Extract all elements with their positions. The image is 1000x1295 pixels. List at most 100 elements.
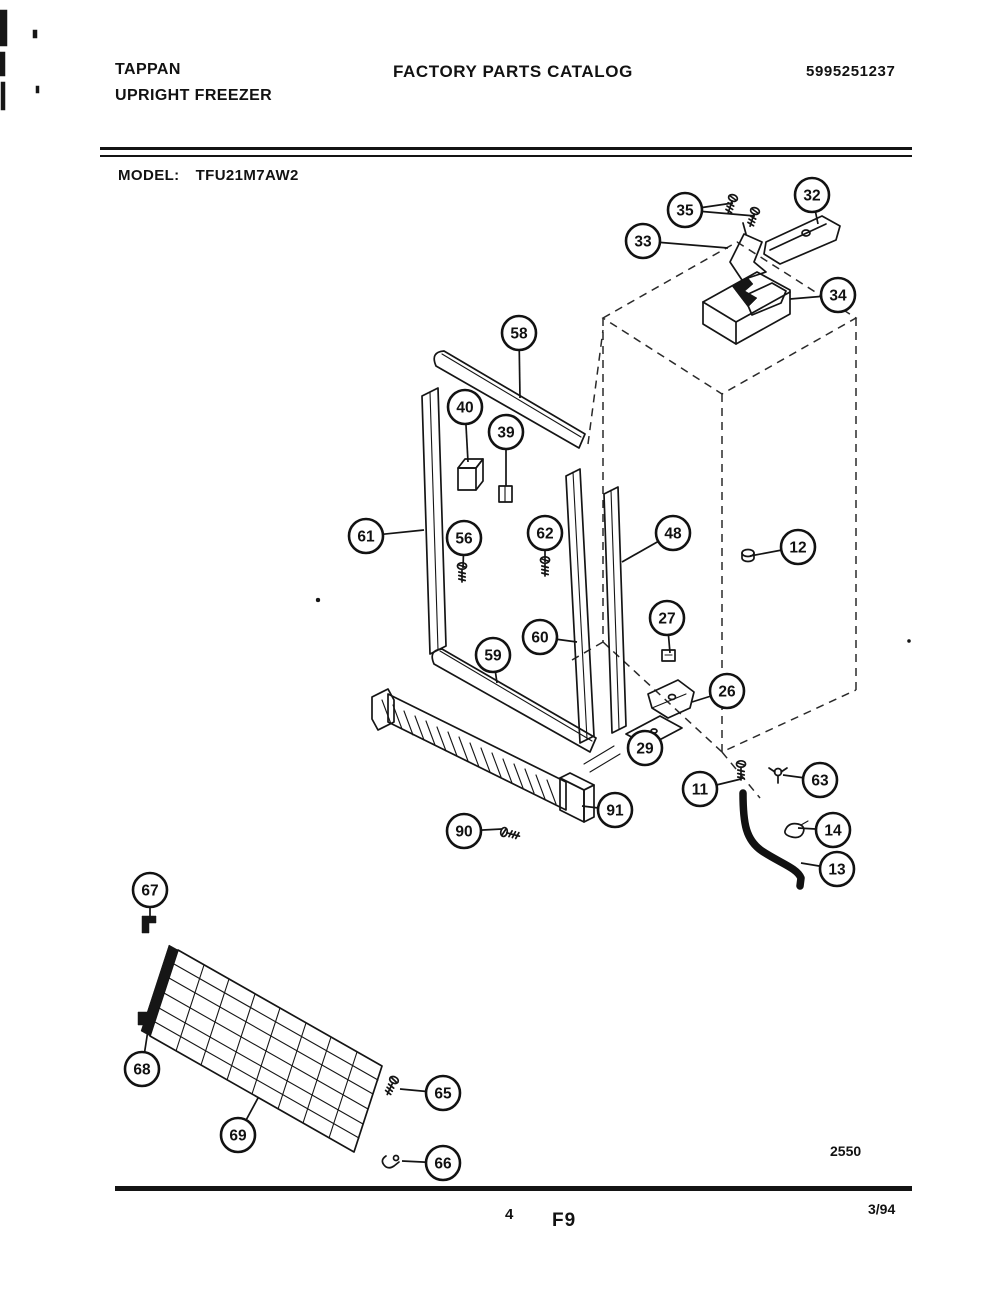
- model-label: MODEL:: [118, 167, 180, 184]
- callout-number-59: 59: [484, 647, 502, 664]
- callout-circle-11: [681, 770, 719, 808]
- cabinet-outline: [571, 241, 858, 799]
- callout-59: 59: [474, 636, 512, 674]
- callout-68: 68: [123, 1050, 161, 1088]
- left-trim-61: [421, 387, 447, 655]
- callout-56: 56: [445, 519, 483, 557]
- callout-number-90: 90: [455, 823, 472, 840]
- bottom-trim-59: [431, 648, 597, 753]
- brand-name: TAPPAN: [115, 61, 181, 78]
- bottom-rail-91: [371, 688, 621, 823]
- clip-68: [137, 1011, 155, 1026]
- trim-strip-60: [565, 468, 595, 744]
- callout-91: 91: [596, 791, 634, 829]
- callout-circle-59: [474, 636, 512, 674]
- fill-trim-40: [457, 458, 484, 491]
- callout-number-69: 69: [229, 1127, 247, 1144]
- callout-26: 26: [708, 672, 746, 710]
- page-number: 4: [505, 1206, 514, 1223]
- callout-circle-40: [446, 388, 484, 426]
- callout-circle-68: [123, 1050, 161, 1088]
- hinge-cam-34: [731, 277, 787, 316]
- callout-number-67: 67: [141, 882, 158, 899]
- diagram-number: 2550: [830, 1143, 862, 1159]
- callout-27: 27: [648, 599, 686, 637]
- callout-63: 63: [801, 761, 839, 799]
- top-hinge-assembly: [702, 192, 841, 345]
- product-type: UPRIGHT FREEZER: [115, 86, 273, 104]
- callout-40: 40: [446, 388, 484, 426]
- callout-circle-90: [445, 812, 483, 850]
- callout-12: 12: [779, 528, 817, 566]
- callout-circle-48: [654, 514, 692, 552]
- callout-62: 62: [526, 514, 564, 552]
- callout-circle-12: [779, 528, 817, 566]
- callout-circle-13: [818, 850, 856, 888]
- callout-number-27: 27: [658, 610, 675, 627]
- callout-65: 65: [424, 1074, 462, 1112]
- screw-56: [456, 561, 468, 583]
- callout-48: 48: [654, 514, 692, 552]
- callout-61: 61: [347, 517, 385, 555]
- callout-circle-62: [526, 514, 564, 552]
- scan-artifacts: [0, 9, 911, 643]
- date-code: 3/94: [868, 1201, 896, 1217]
- cabinet-corner-cap: [702, 271, 791, 345]
- callout-number-35: 35: [676, 202, 694, 219]
- callout-circle-67: [131, 871, 169, 909]
- callout-circle-60: [521, 618, 559, 656]
- callout-number-65: 65: [434, 1085, 452, 1102]
- lower-hinge-26: [647, 679, 695, 719]
- callout-number-62: 62: [536, 525, 553, 542]
- callout-39: 39: [487, 413, 525, 451]
- callout-35: 35: [666, 191, 704, 229]
- grommet-12: [741, 548, 755, 563]
- callout-60: 60: [521, 618, 559, 656]
- callout-number-60: 60: [531, 629, 548, 646]
- callout-circle-91: [596, 791, 634, 829]
- callout-67: 67: [131, 871, 169, 909]
- callout-13: 13: [818, 850, 856, 888]
- model-line: MODEL: TFU21M7AW2: [118, 167, 299, 184]
- basket-assembly: [137, 915, 401, 1169]
- callout-circle-32: [793, 176, 831, 214]
- callout-circle-69: [219, 1116, 257, 1154]
- callout-33: 33: [624, 222, 662, 260]
- figure-code: F9: [552, 1210, 577, 1231]
- callout-circle-39: [487, 413, 525, 451]
- water-tube-13: [739, 789, 805, 890]
- callout-69: 69: [219, 1116, 257, 1154]
- callout-circle-34: [819, 276, 857, 314]
- callout-circle-27: [648, 599, 686, 637]
- callout-14: 14: [814, 811, 852, 849]
- callout-number-39: 39: [497, 424, 515, 441]
- catalog-title: FACTORY PARTS CATALOG: [393, 62, 633, 81]
- basket-69: [140, 944, 383, 1153]
- door-trim-parts: [421, 350, 627, 753]
- callout-number-11: 11: [692, 781, 709, 798]
- callout-29: 29: [626, 729, 664, 767]
- bottom-rail-assembly: [371, 688, 621, 842]
- trim-strip-48: [603, 486, 627, 734]
- clip-66: [381, 1154, 400, 1169]
- callout-number-40: 40: [456, 399, 473, 416]
- hinge-bracket-32: [763, 215, 841, 265]
- callout-number-66: 66: [434, 1155, 452, 1172]
- callout-circle-63: [801, 761, 839, 799]
- callout-66: 66: [424, 1144, 462, 1182]
- callout-circle-65: [424, 1074, 462, 1112]
- callout-circle-26: [708, 672, 746, 710]
- clamp-14: [784, 820, 809, 839]
- hinge-lower-parts: [625, 548, 755, 747]
- spacer-39: [498, 485, 513, 503]
- callout-number-91: 91: [606, 802, 624, 819]
- callout-number-33: 33: [634, 233, 652, 250]
- model-value: TFU21M7AW2: [195, 167, 299, 184]
- screw-65: [382, 1074, 401, 1098]
- callout-circle-33: [624, 222, 662, 260]
- callout-circle-66: [424, 1144, 462, 1182]
- callout-58: 58: [500, 314, 538, 352]
- callout-number-13: 13: [828, 861, 846, 878]
